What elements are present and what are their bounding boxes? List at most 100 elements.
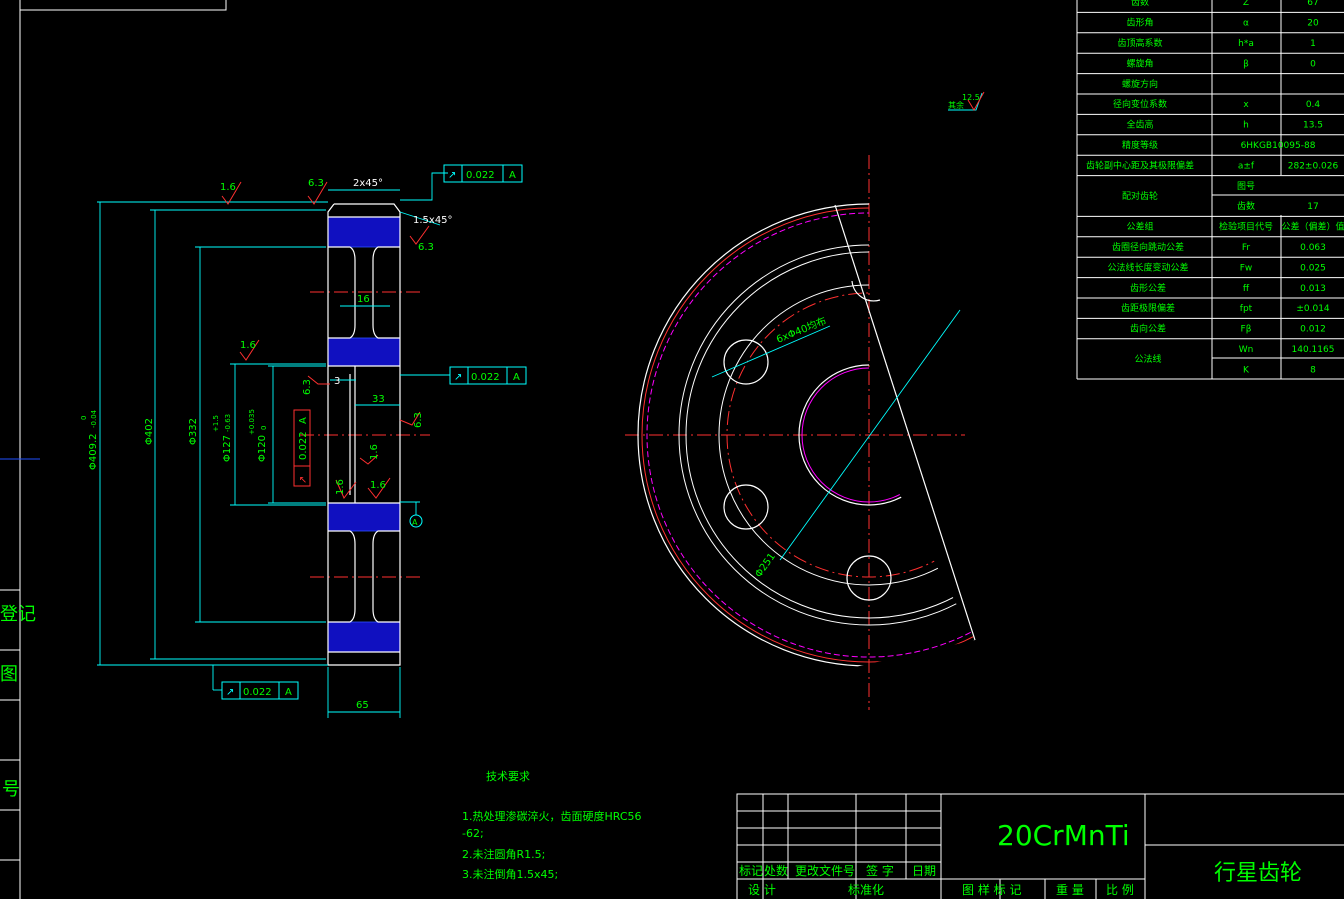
roughness-4: 1.6 [240,340,256,351]
param-tol-value: ±0.014 [1296,304,1330,314]
param-group-label: 公差组 [1126,221,1153,233]
param-row-symbol: α [1243,19,1249,29]
param-mating-label: 配对齿轮 [1122,190,1158,202]
param-tol-symbol: Fβ [1241,325,1252,335]
dim-chamfer-side: 1.5x45° [413,215,453,226]
tb-header-count: 处数 [764,863,788,878]
param-tol-label: 齿距极限偏差 [1121,302,1175,314]
dim-d332: Φ332 [188,418,199,445]
roughness-3: 6.3 [418,242,434,253]
left-strip-labels: 登记 图 号 [0,604,36,800]
param-tol-symbol: ff [1243,284,1250,294]
param-row-symbol: β [1243,59,1249,69]
dim-d120-tol-upper: +0.035 [248,409,256,435]
param-row-label: 齿轮副中心距及其极限偏差 [1086,159,1194,171]
drawing-frame [0,0,227,899]
roughness-9: 1.6 [370,480,386,491]
param-row-symbol: Z [1243,0,1249,8]
runout-symbol-3: ↗ [226,687,234,698]
tb-header-mark: 标记 [739,864,763,878]
pcd-label: Φ251 [753,551,777,579]
param-tol-label: 齿圈径向跳动公差 [1112,241,1184,253]
runout-datum-2: A [513,372,520,383]
param-tol-label: 公法线长度变动公差 [1107,261,1188,273]
param-group-col3: 公差（偏差）值 [1281,221,1344,233]
dim-outer-diameter-tol-lower: -0.04 [90,409,98,428]
runout-symbol-1: ↗ [448,170,456,181]
technical-requirements: 技术要求 1.热处理渗碳淬火，齿面硬度HRC56 -62; 2.未注圆角R1.5… [462,770,642,881]
strip-label-drawing: 图 [0,664,18,685]
param-common-normal-symbol: K [1243,365,1250,375]
param-row-value: 282±0.026 [1288,161,1339,171]
param-tol-symbol: fpt [1240,304,1253,314]
tb-header-date: 日期 [912,864,936,878]
runout-datum-3: A [285,687,292,698]
runout-value-4: 0.022 [298,431,309,460]
param-row-value: 67 [1307,0,1318,8]
param-group-col2: 检验项目代号 [1219,221,1273,233]
dim-d120-tol-lower: 0 [260,426,268,430]
runout-datum-4: A [298,417,309,424]
runout-value-2: 0.022 [471,372,500,383]
param-row-label: 螺旋方向 [1122,78,1158,90]
tech-req-line-2: -62; [462,827,484,840]
dim-outer-diameter-tol-upper: 0 [80,416,88,420]
param-row-symbol: h*a [1238,39,1254,49]
param-row-value: 20 [1307,19,1319,29]
dim-chamfer-top: 2x45° [353,178,383,189]
param-row-label: 齿数 [1131,0,1149,8]
other-roughness-value: 12.5 [962,93,980,102]
param-tol-symbol: Fr [1242,243,1251,253]
param-row-symbol: h [1243,121,1249,131]
param-tol-value: 0.025 [1300,263,1326,273]
tech-req-title: 技术要求 [486,770,530,783]
param-common-normal-value: 140.1165 [1292,345,1335,355]
dim-d127: Φ127 [222,435,233,462]
tech-req-line-3: 2.未注圆角R1.5; [462,847,545,861]
param-row-label: 齿顶高系数 [1117,37,1162,49]
param-mating-sub-label: 齿数 [1237,200,1255,212]
other-roughness-label: 其余 [948,100,964,110]
roughness-6: 6.3 [413,412,424,428]
param-mating-sub-label: 图号 [1237,181,1255,192]
param-row-label: 齿形角 [1126,17,1153,29]
dim-hub-length: 33 [372,394,385,405]
param-common-normal-value: 8 [1310,365,1316,375]
front-view: 6xΦ40均布 Φ251 其余 12.5 [625,91,985,710]
runout-value-1: 0.022 [466,170,495,181]
roughness-8: 1.6 [335,479,346,495]
runout-value-3: 0.022 [243,687,272,698]
param-row-symbol: a±f [1238,161,1255,171]
dim-d402: Φ402 [144,418,155,445]
title-block: 标记 处数 更改文件号 签 字 日期 设 计 标准化 图 样 标 记 重 量 比… [736,793,1344,899]
dim-d127-tol-upper: +1.5 [212,415,220,432]
dim-outer-diameter: Φ409.2 [88,434,99,471]
dim-width: 65 [356,700,369,711]
roughness-7: 1.6 [369,444,380,460]
strip-label-number: 号 [2,779,20,800]
param-tol-value: 0.013 [1300,284,1326,294]
runout-datum-1: A [509,170,516,181]
param-common-normal-label: 公法线 [1134,353,1161,365]
tech-req-line-4: 3.未注倒角1.5x45; [462,867,558,881]
param-mating-sub-value: 17 [1307,202,1318,212]
param-row-value: 0.4 [1306,100,1321,110]
tb-header-sign: 签 字 [866,863,894,878]
param-row-label: 螺旋角 [1126,57,1153,69]
param-tol-value: 0.063 [1300,243,1326,253]
tb-design-label: 设 计 [748,883,776,897]
part-name: 行星齿轮 [1214,861,1302,886]
dim-hub-groove: 3 [334,376,340,387]
tb-scale-label: 比 例 [1106,883,1134,897]
roughness-5: 6.3 [302,379,313,395]
tb-drawing-mark-label: 图 样 标 记 [962,882,1021,897]
param-tol-label: 齿形公差 [1130,282,1166,294]
param-row-symbol: x [1243,100,1249,110]
param-row-label: 径向变位系数 [1113,98,1167,110]
material-label: 20CrMnTi [997,819,1130,852]
tech-req-line-1: 1.热处理渗碳淬火，齿面硬度HRC56 [462,809,642,823]
dim-web: 16 [357,294,370,305]
